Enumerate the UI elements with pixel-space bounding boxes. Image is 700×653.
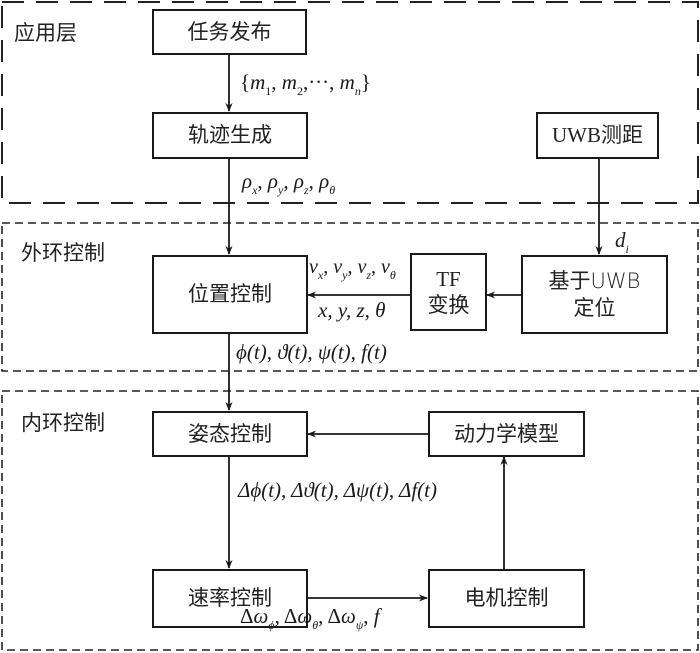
signal-rho: ρx, ρy, ρz, ρθ [242,169,336,197]
signal-distance: di [615,228,629,256]
block-motor-control: 电机控制 [428,569,585,628]
region-label-outer-loop: 外环控制 [21,241,105,265]
block-position-control: 位置控制 [152,255,308,334]
thrust-symbol: f [373,604,380,628]
block-uwb-localization: 基于UWB 定位 [521,255,668,334]
block-tf-transform: TF 变换 [410,253,487,331]
block-rate-control: 速率控制 [152,569,308,628]
velocity-symbol: v [333,256,343,278]
signal-mission-set: {m1, m2,···, mn} [240,70,371,98]
rho-symbol: ρ [267,169,279,193]
block-uwb-ranging-label: UWB测距 [552,123,643,148]
signal-attitude-command: ϕ(t), ϑ(t), ψ(t), f(t) [236,340,387,364]
region-frame-application [1,1,699,204]
region-frame-outer-loop [1,222,699,372]
block-motor-control-label: 电机控制 [464,586,549,611]
omega-delta: Δ [283,604,298,628]
rho-subscript: z [303,183,309,197]
block-attitude-control: 姿态控制 [152,411,308,457]
region-label-inner-loop: 内环控制 [21,411,105,435]
block-tf-transform-label-line1: TF [436,266,461,291]
omega-delta: Δ [240,604,254,628]
rho-symbol: ρ [319,169,330,193]
rho-subscript: y [278,183,284,197]
block-uwb-ranging: UWB测距 [536,112,659,159]
signal-pose: x, y, z, θ [318,298,386,322]
rho-subscript: θ [329,183,336,197]
block-dynamics-model: 动力学模型 [428,411,585,457]
block-trajectory-generation-label: 轨迹生成 [188,123,272,148]
block-task-release: 任务发布 [152,9,307,55]
omega-symbol: ω [253,604,269,628]
velocity-symbol: v [357,256,367,278]
velocity-symbol: v [381,256,390,278]
velocity-subscript: x [317,268,324,282]
block-task-release-label: 任务发布 [187,19,272,44]
block-uwb-localization-label-line1: 基于UWB [548,269,641,294]
velocity-subscript: z [366,268,371,282]
velocity-subscript: θ [389,268,396,282]
block-dynamics-model-label: 动力学模型 [454,421,559,446]
block-position-control-label: 位置控制 [188,282,272,307]
signal-velocity: vx, vy, vz, vθ [309,256,396,282]
rho-subscript: x [252,183,258,197]
velocity-symbol: v [309,256,318,278]
signal-rate-command: Δωϕ, Δωθ, Δωψ, f [240,604,380,632]
region-label-application: 应用层 [14,21,77,45]
block-tf-transform-label-line2: 变换 [427,293,470,317]
omega-subscript: θ [312,618,319,632]
block-rate-control-label: 速率控制 [188,586,272,611]
rho-symbol: ρ [242,169,253,193]
velocity-subscript: y [342,268,348,282]
rho-symbol: ρ [293,169,304,193]
omega-subscript: ψ [355,618,364,632]
signal-attitude-delta: Δϕ(t), Δϑ(t), Δψ(t), Δf(t) [238,478,437,502]
block-attitude-control-label: 姿态控制 [188,421,272,446]
omega-subscript: ϕ [268,618,275,632]
omega-symbol: ω [341,604,356,628]
region-frame-inner-loop [1,390,699,651]
omega-symbol: ω [297,604,313,628]
omega-delta: Δ [327,604,342,628]
block-trajectory-generation: 轨迹生成 [152,112,308,159]
block-uwb-localization-label-line2: 定位 [573,295,616,320]
